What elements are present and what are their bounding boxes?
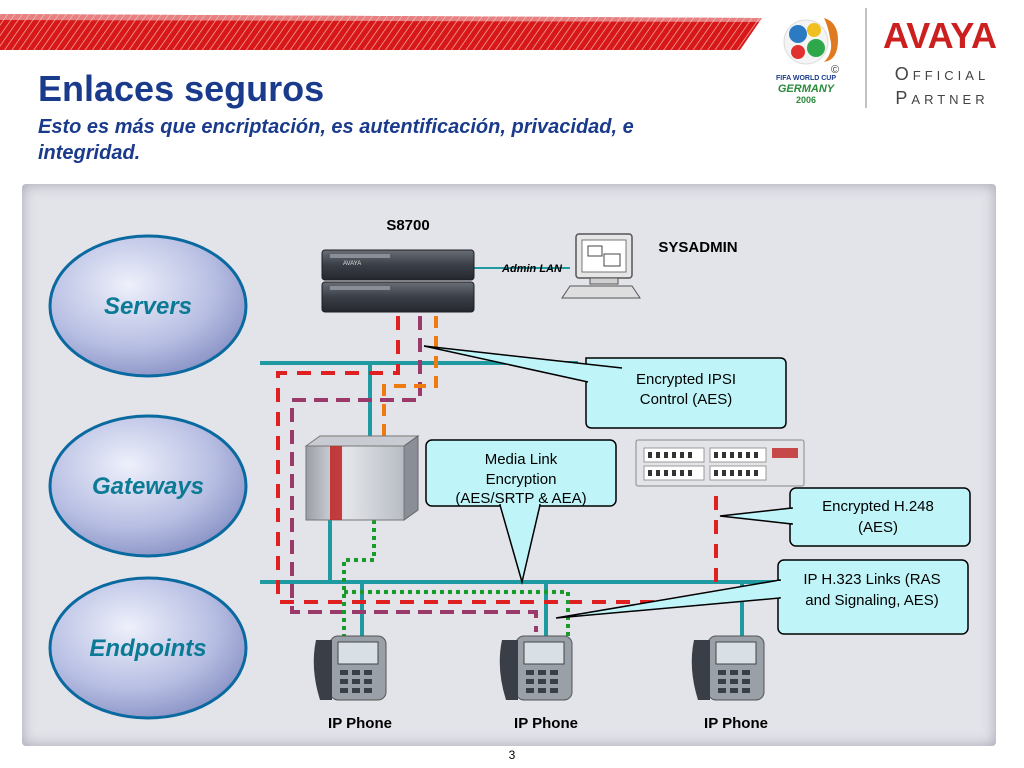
callout-ipsi-line-1: Encrypted IPSI [636, 371, 736, 388]
callout-h248-line-2: (AES) [858, 519, 898, 536]
phone-label-2: IP Phone [514, 715, 578, 732]
green-dotted-path [342, 520, 570, 636]
callout-h323-line-1: IP H.323 Links (RAS [803, 571, 940, 588]
callout-media-line-1: Media Link [485, 451, 558, 468]
avaya-logo: AVAYA [883, 15, 997, 56]
page-subtitle: Esto es más que encriptación, es autenti… [38, 116, 634, 164]
layer-oval-servers: Servers [48, 234, 248, 378]
callout-media: Media Link Encryption (AES/SRTP & AEA) [425, 439, 617, 585]
sysadmin-label: SYSADMIN [658, 239, 737, 256]
copyright-mark: © [831, 64, 839, 76]
orange-dashed-path [382, 316, 438, 438]
page-title: Enlaces seguros [38, 68, 325, 109]
worldcup-text-1: FIFA WORLD CUP [776, 75, 836, 82]
ip-phone-icon-2 [499, 635, 573, 701]
layer-label-endpoints: Endpoints [89, 635, 206, 662]
layer-oval-endpoints: Endpoints [48, 576, 248, 720]
layer-label-servers: Servers [104, 293, 192, 320]
callout-h248-line-1: Encrypted H.248 [822, 498, 934, 515]
page-number: 3 [508, 748, 516, 762]
phone-label-3: IP Phone [704, 715, 768, 732]
callout-ipsi: Encrypted IPSI Control (AES) [423, 345, 787, 429]
callout-ipsi-line-2: Control (AES) [640, 391, 733, 408]
server-label: S8700 [386, 217, 429, 234]
partner-line-2: Partner [895, 88, 988, 108]
layer-label-gateways: Gateways [92, 473, 204, 500]
sysadmin-computer-icon [561, 233, 641, 299]
partner-line-1: Official [895, 64, 989, 84]
callout-h323-line-2: and Signaling, AES) [805, 592, 938, 609]
s8700-server-icon: AVAYA [321, 249, 475, 313]
header-banner [0, 14, 762, 50]
admin-lan-label: Admin LAN [501, 263, 563, 275]
red-dashed-path [276, 316, 718, 604]
worldcup-text-2: GERMANY [778, 83, 836, 95]
layer-oval-gateways: Gateways [48, 414, 248, 558]
callout-h248: Encrypted H.248 (AES) [719, 487, 971, 547]
callout-media-line-3: (AES/SRTP & AEA) [455, 490, 586, 507]
worldcup-logo: © FIFA WORLD CUP GERMANY 2006 [776, 18, 839, 105]
ip-phone-icon-1 [313, 635, 387, 701]
worldcup-text-3: 2006 [796, 95, 816, 105]
media-gateway-icon [304, 435, 420, 521]
ip-phone-icon-3 [691, 635, 765, 701]
callout-h323: IP H.323 Links (RAS and Signaling, AES) [555, 559, 969, 635]
callout-media-line-2: Encryption [486, 471, 557, 488]
logo-area: © FIFA WORLD CUP GERMANY 2006 AVAYA Offi… [776, 8, 997, 108]
small-gateway-icon [635, 439, 805, 487]
phone-label-1: IP Phone [328, 715, 392, 732]
server-brand-label: AVAYA [343, 261, 361, 267]
